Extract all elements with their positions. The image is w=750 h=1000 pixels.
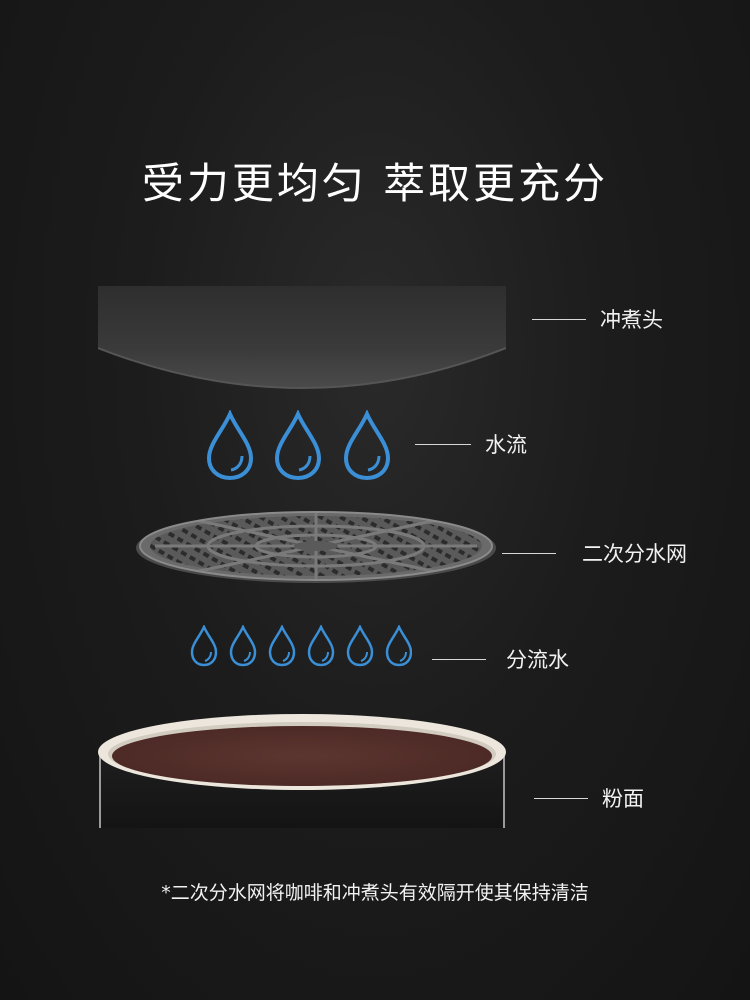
coffee-puck-icon [98,714,506,828]
label-powder-text: 粉面 [602,787,644,811]
label-water-flow: 水流 [415,429,527,459]
shower-screen [135,508,497,584]
label-split-water: 分流水 [432,644,569,674]
label-powder: 粉面 [534,783,644,813]
label-screen: 二次分水网 [502,538,687,568]
brew-head [98,286,506,390]
water-flow-drops [205,410,395,480]
water-drop-icon [307,625,335,667]
water-drop-icon [190,625,218,667]
label-split-water-text: 分流水 [506,648,569,672]
water-drop-icon [268,625,296,667]
water-drop-icon [385,625,412,667]
label-screen-text: 二次分水网 [582,542,687,566]
water-drop-icon [229,625,257,667]
footnote: *二次分水网将咖啡和冲煮头有效隔开使其保持清洁 [161,882,589,904]
split-water-drops [190,625,412,667]
page-title: 受力更均匀 萃取更充分 [141,159,609,208]
label-brew-head-text: 冲煮头 [600,308,663,332]
label-water-flow-text: 水流 [485,433,527,457]
label-brew-head: 冲煮头 [532,304,663,334]
water-drop-icon [346,625,374,667]
coffee-puck [96,712,508,832]
brew-head-disc-icon [98,286,506,389]
water-drop-icon [274,410,322,480]
water-drop-icon [206,410,254,480]
water-drop-icon [343,410,391,480]
shower-screen-mesh-icon [136,511,496,583]
